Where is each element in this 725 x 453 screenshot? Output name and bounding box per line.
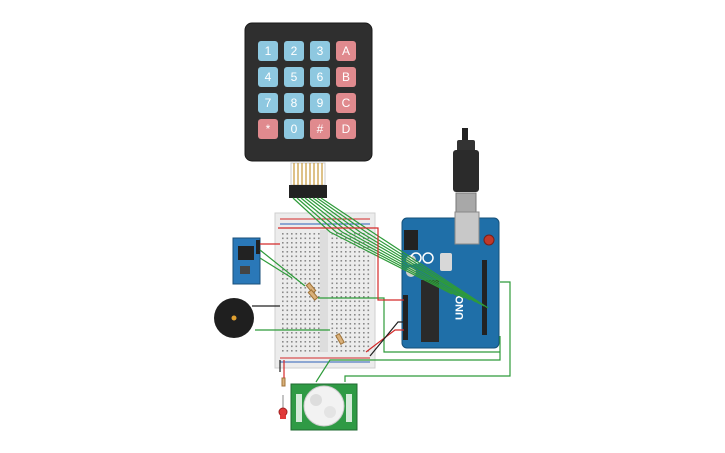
wifi-module-chip [238, 246, 254, 260]
keypad-keys: 1 2 3 A 4 5 6 B 7 8 9 C * 0 # D [258, 41, 356, 139]
keypad-key-label: 7 [265, 96, 272, 110]
wires-keypad-to-arduino [292, 197, 489, 309]
resistors [281, 282, 345, 387]
keypad-key [258, 41, 278, 61]
keypad-key-label: B [342, 70, 350, 84]
keypad-key [284, 67, 304, 87]
wires-ground-black [252, 305, 404, 372]
keypad-key [284, 41, 304, 61]
arduino-power-header [403, 295, 408, 340]
usb-plug-collar [457, 140, 475, 152]
red-led [278, 395, 288, 419]
keypad-header-pins [289, 185, 327, 198]
arduino-power-jack [404, 230, 418, 250]
resistor-led [281, 377, 286, 387]
resistor-3 [335, 332, 345, 346]
wires-misc-green [255, 249, 511, 383]
pir-dome-facet-2 [324, 406, 336, 418]
keypad-key [310, 41, 330, 61]
pir-right-label [346, 394, 352, 422]
keypad-key [310, 119, 330, 139]
keypad-key-label: 8 [291, 96, 298, 110]
arduino-digital-header [482, 260, 487, 335]
led-base [280, 415, 286, 419]
keypad-key [336, 67, 356, 87]
arduino-uno-label: UNO [454, 295, 466, 320]
keypad-key [336, 41, 356, 61]
keypad-key [284, 119, 304, 139]
pir-dome [303, 385, 345, 427]
keypad-ribbon-stripes [293, 163, 323, 185]
keypad-key-label: 5 [291, 70, 298, 84]
breadboard [274, 212, 376, 369]
piezo-buzzer [214, 298, 254, 338]
keypad-key-label: D [342, 122, 351, 136]
keypad-key-label: 1 [265, 44, 272, 58]
keypad-key-label: 0 [291, 122, 298, 136]
keypad-key-label: 4 [265, 70, 272, 84]
keypad-key [258, 67, 278, 87]
wifi-module-board [232, 237, 261, 285]
keypad-key [310, 67, 330, 87]
wifi-module-flash [240, 266, 250, 274]
arduino-reset-button [483, 234, 495, 246]
wires-power-red [260, 227, 404, 378]
usb-plug-body [453, 150, 479, 192]
pir-left-label [296, 394, 302, 422]
keypad-key-label: A [342, 44, 350, 58]
wifi-module [232, 237, 261, 285]
led-dome [278, 407, 288, 417]
usb-port [454, 211, 480, 245]
pir-sensor [290, 383, 358, 431]
keypad-key [258, 93, 278, 113]
keypad-key [284, 93, 304, 113]
keypad-4x4: 1 2 3 A 4 5 6 B 7 8 9 C * 0 # D [244, 22, 373, 198]
keypad-key-label: 2 [291, 44, 298, 58]
wifi-module-pins [256, 240, 260, 254]
pir-dome-facet [310, 394, 322, 406]
buzzer-center [231, 315, 237, 321]
keypad-key-label: # [317, 122, 324, 136]
resistor-2 [307, 289, 319, 301]
usb-cable [453, 128, 480, 245]
keypad-key-label: * [266, 122, 271, 136]
breadboard-center-channel [320, 230, 328, 352]
usb-cable-wire [462, 128, 468, 142]
keypad-ribbon [290, 162, 326, 186]
keypad-key [336, 93, 356, 113]
keypad-key-label: 9 [317, 96, 324, 110]
keypad-key-label: C [342, 96, 351, 110]
keypad-key [310, 93, 330, 113]
keypad-key [258, 119, 278, 139]
arduino-microcontroller [421, 280, 439, 342]
keypad-key [336, 119, 356, 139]
keypad-key-label: 6 [317, 70, 324, 84]
arduino-crystal [440, 253, 452, 271]
resistor-1 [305, 282, 317, 294]
keypad-key-label: 3 [317, 44, 324, 58]
usb-plug-metal [455, 192, 477, 214]
